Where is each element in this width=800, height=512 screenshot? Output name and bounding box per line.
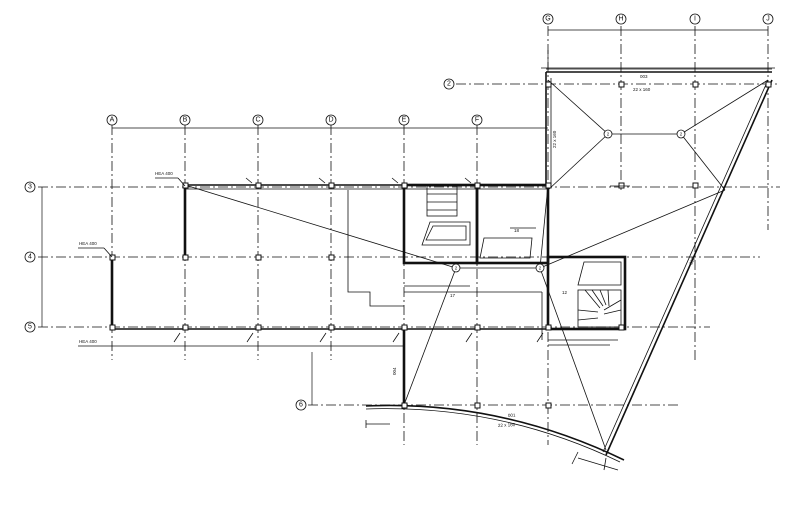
grid-bubble-g: G bbox=[542, 13, 554, 25]
row-bubbles: 2 3 4 5 6 bbox=[24, 78, 455, 411]
beam-mark: 004 bbox=[392, 367, 397, 375]
annotations: HEA 400 HEA 400 HEA 400 003 001 002 004 … bbox=[79, 74, 696, 428]
grid-bubble-label: J bbox=[766, 16, 770, 23]
hub-node: 2 bbox=[535, 263, 545, 273]
stair-mark: 12 bbox=[562, 290, 568, 295]
grid-bubble-row-2: 2 bbox=[443, 78, 455, 90]
profile-label: HEA 400 bbox=[155, 171, 173, 176]
grid-bubble-label: I bbox=[694, 16, 696, 23]
column-bubbles: A B C D E F G H bbox=[106, 13, 774, 126]
beam-mark: 001 bbox=[508, 413, 516, 418]
grid-bubble-row-4: 4 bbox=[24, 251, 36, 263]
grid-bubble-label: E bbox=[402, 117, 407, 124]
grid-bubble-i: I bbox=[689, 13, 701, 25]
hub-node: 2 bbox=[603, 129, 613, 139]
columns bbox=[109, 81, 772, 409]
grid-bubble-label: 2 bbox=[447, 81, 451, 88]
grid-bubble-j: J bbox=[762, 13, 774, 25]
grid-bubble-row-6: 6 bbox=[295, 399, 307, 411]
grid-bubble-label: D bbox=[328, 117, 333, 124]
stair-mark: 17 bbox=[450, 293, 456, 298]
detail-marks bbox=[365, 185, 630, 471]
grid-bubble-label: 4 bbox=[28, 254, 32, 261]
section-mark: 22 x 160 bbox=[498, 422, 516, 428]
grid-lines bbox=[38, 26, 780, 445]
grid-bubble-row-3: 3 bbox=[24, 181, 36, 193]
grid-bubble-label: 3 bbox=[28, 184, 32, 191]
stair-core bbox=[347, 183, 627, 346]
beam-mark: 003 bbox=[640, 74, 648, 79]
grid-bubble-f: F bbox=[471, 114, 483, 126]
grid-bubble-row-5: 5 bbox=[24, 321, 36, 333]
stair-mark: 18 bbox=[514, 228, 520, 233]
section-mark: 22 x 160 bbox=[552, 130, 557, 148]
profile-label: HEA 400 bbox=[79, 339, 97, 344]
hub-nodes: 2 2 2 2 bbox=[451, 129, 686, 273]
hub-node-label: 2 bbox=[607, 132, 610, 137]
grid-bubble-label: A bbox=[110, 117, 115, 124]
grid-bubble-label: C bbox=[255, 117, 260, 124]
tension-rods bbox=[184, 79, 769, 451]
beam-mark: 002 bbox=[688, 256, 696, 265]
grid-bubble-e: E bbox=[398, 114, 410, 126]
grid-bubble-label: H bbox=[618, 16, 623, 23]
section-mark: 22 x 160 bbox=[633, 87, 651, 92]
dimension-lines bbox=[41, 29, 775, 405]
grid-bubble-b: B bbox=[179, 114, 191, 126]
grid-bubble-c: C bbox=[252, 114, 264, 126]
grid-bubble-d: D bbox=[325, 114, 337, 126]
grid-bubble-label: 6 bbox=[299, 402, 303, 409]
grid-bubble-label: F bbox=[475, 117, 479, 124]
hub-node-label: 2 bbox=[455, 266, 458, 271]
hub-node: 2 bbox=[451, 263, 461, 273]
grid-bubble-label: B bbox=[183, 117, 188, 124]
hub-node-label: 2 bbox=[539, 266, 542, 271]
grid-bubble-label: G bbox=[545, 16, 550, 23]
hub-node: 2 bbox=[676, 129, 686, 139]
profile-leaders bbox=[78, 177, 404, 347]
grid-bubble-a: A bbox=[106, 114, 118, 126]
profile-label: HEA 400 bbox=[79, 241, 97, 246]
grid-bubble-h: H bbox=[615, 13, 627, 25]
grid-bubble-label: 5 bbox=[28, 324, 32, 331]
hub-node-label: 2 bbox=[680, 132, 683, 137]
slab-outline bbox=[110, 68, 773, 463]
